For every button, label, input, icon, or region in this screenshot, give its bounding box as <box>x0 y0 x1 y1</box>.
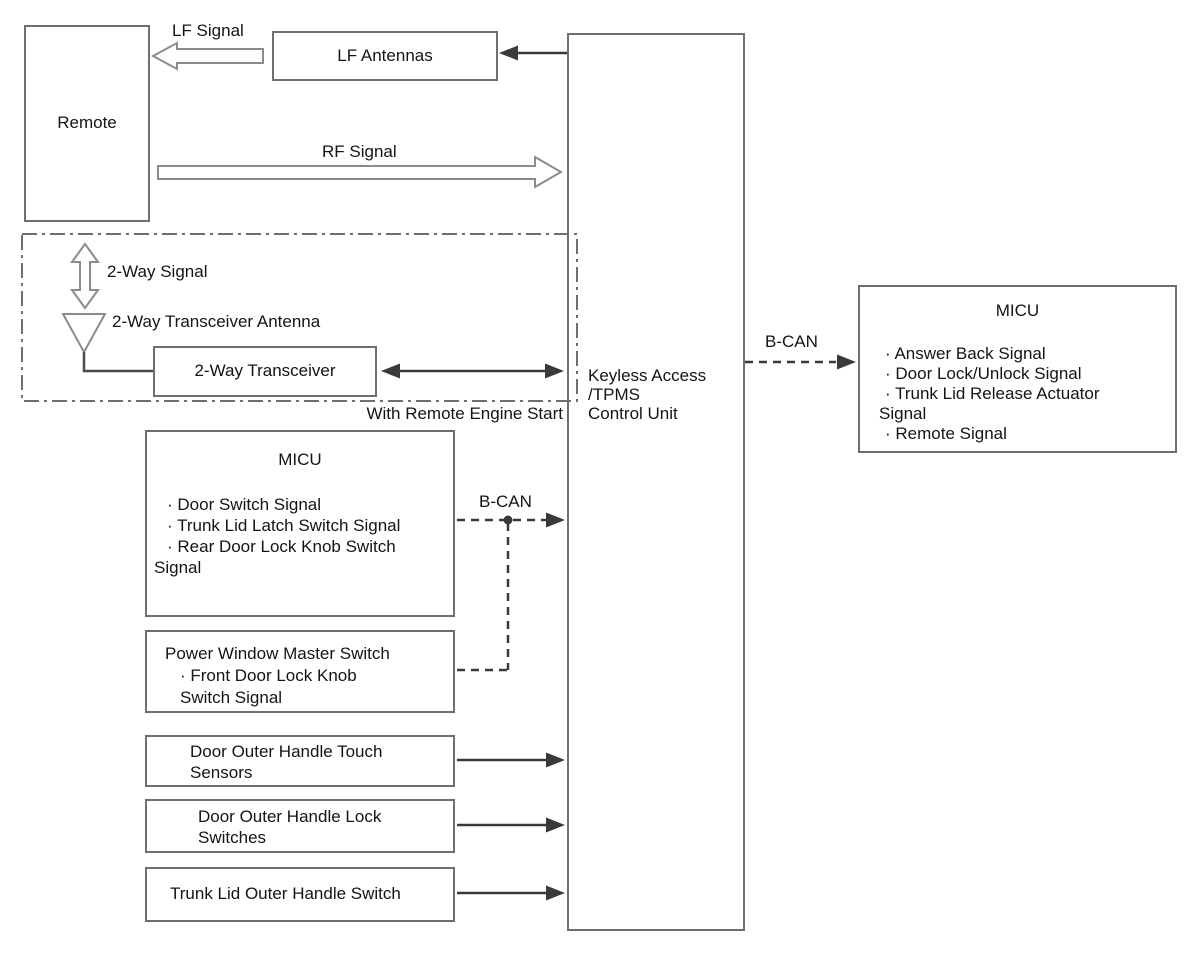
lf-signal-label: LF Signal <box>172 21 244 40</box>
antenna-icon <box>61 313 107 355</box>
transceiver-arrowhead-right <box>545 363 564 379</box>
lf-antennas-label: LF Antennas <box>337 45 433 65</box>
b-can-junction-dot <box>503 515 513 525</box>
b-can-left-arrowhead <box>546 512 565 528</box>
lf-signal-arrow-icon <box>150 41 264 71</box>
b-can-right-label: B-CAN <box>765 332 818 351</box>
with-remote-engine-start-label: With Remote Engine Start <box>366 404 563 423</box>
micu-left-box: MICU · Door Switch Signal · Trunk Lid La… <box>145 430 455 617</box>
micu-right-title: MICU <box>995 301 1040 320</box>
control-unit-label: Keyless Access /TPMS Control Unit <box>588 366 707 423</box>
b-can-right-arrowhead <box>837 354 856 370</box>
power-window-text: Power Window Master Switch · Front Door … <box>165 644 390 707</box>
power-window-master-switch-box: Power Window Master Switch · Front Door … <box>145 630 455 713</box>
micu-left-signals: · Door Switch Signal · Trunk Lid Latch S… <box>154 495 401 577</box>
two-way-transceiver-box: 2-Way Transceiver <box>153 346 377 397</box>
touch-sensors-arrowhead <box>546 752 565 768</box>
two-way-signal-label: 2-Way Signal <box>107 262 208 281</box>
trunk-switch-label: Trunk Lid Outer Handle Switch <box>170 884 401 904</box>
transceiver-arrowhead-left <box>381 363 400 379</box>
micu-right-signals: · Answer Back Signal · Door Lock/Unlock … <box>879 344 1100 443</box>
two-way-transceiver-antenna-label: 2-Way Transceiver Antenna <box>112 312 321 331</box>
b-can-left-label: B-CAN <box>479 492 532 511</box>
antenna-stem-line <box>82 352 153 373</box>
door-outer-handle-lock-switches-box: Door Outer Handle Lock Switches <box>145 799 455 853</box>
two-way-signal-arrow-icon <box>70 242 100 310</box>
lock-switches-text: Door Outer Handle Lock Switches <box>198 807 382 847</box>
lf-antennas-box: LF Antennas <box>272 31 498 81</box>
touch-sensors-text: Door Outer Handle Touch Sensors <box>190 742 383 782</box>
lock-switches-arrowhead <box>546 817 565 833</box>
micu-right-box: MICU · Answer Back Signal · Door Lock/Un… <box>858 285 1177 453</box>
control-to-lf-antennas-arrowhead <box>499 45 518 61</box>
remote-box: Remote <box>24 25 150 222</box>
remote-label: Remote <box>57 113 117 133</box>
rf-signal-label: RF Signal <box>322 142 397 161</box>
door-outer-handle-touch-sensors-box: Door Outer Handle Touch Sensors <box>145 735 455 787</box>
control-unit-box: Keyless Access /TPMS Control Unit <box>567 33 745 931</box>
two-way-transceiver-label: 2-Way Transceiver <box>194 361 336 381</box>
trunk-lid-outer-handle-switch-box: Trunk Lid Outer Handle Switch <box>145 867 455 922</box>
micu-left-title: MICU <box>278 450 322 469</box>
trunk-switch-arrowhead <box>546 885 565 901</box>
